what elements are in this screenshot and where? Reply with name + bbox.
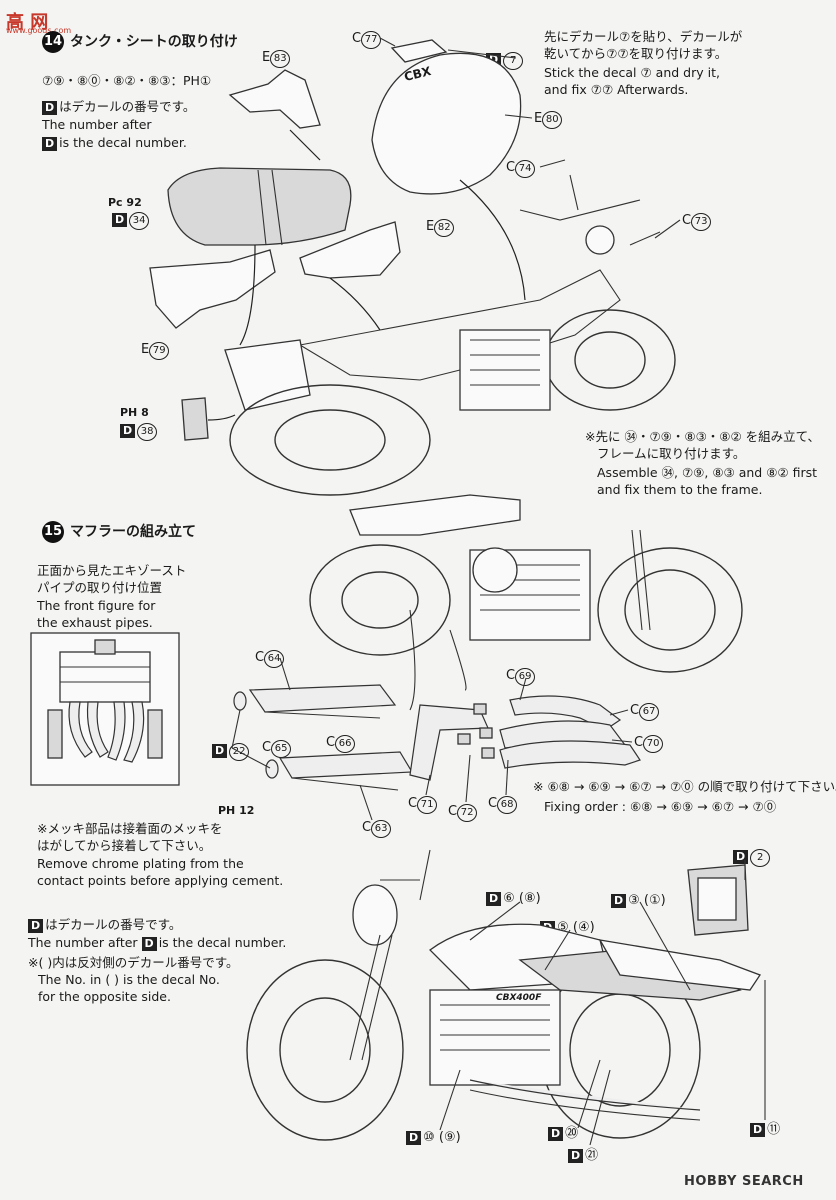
- headlight-decal: [352, 884, 398, 946]
- fixing-order-jp: ※ ⑥⑧ → ⑥⑨ → ⑥⑦ → ⑦⓪ の順で取り付けて下さい。: [533, 779, 836, 794]
- muffler-lower-part: [278, 751, 414, 779]
- step14-d-note-en1: The number after: [42, 117, 152, 132]
- assemble-note-jp2: フレームに取り付けます。: [597, 446, 746, 461]
- assemble-note-en2: and fix them to the frame.: [597, 482, 763, 497]
- seat-part: [167, 167, 352, 246]
- step15-title: マフラーの組み立て: [70, 524, 196, 540]
- step15-illustration: [231, 494, 743, 821]
- front-note-jp2: パイプの取り付け位置: [37, 580, 163, 595]
- header-pipe-70: [499, 740, 641, 769]
- muffler-upper-part: [248, 684, 397, 713]
- engine-decal: [429, 989, 561, 1086]
- paren-note-en1: The No. in ( ) is the decal No.: [38, 972, 220, 987]
- watermark-url: www.goods.com: [6, 26, 72, 35]
- assemble-note-jp1: ※先に ㉞・⑦⑨・⑧③・⑧② を組み立て、: [585, 429, 821, 444]
- chrome-note-jp1: ※メッキ部品は接着面のメッキを: [37, 821, 223, 836]
- bike-frame: [298, 269, 621, 381]
- rear-fender: [224, 339, 311, 411]
- label-ph8: PH 8: [120, 406, 149, 419]
- seat-upper: [349, 494, 521, 536]
- front-note-en2: the exhaust pipes.: [37, 615, 153, 630]
- header-pipe-69: [509, 695, 622, 731]
- step14-illustration: [149, 37, 681, 496]
- tank-badge-part: [390, 39, 448, 63]
- tank-note-jp2: 乾いてから⑦⑦を取り付けます。: [544, 46, 728, 61]
- watermark-logo: 高 网: [6, 12, 49, 33]
- fixing-order-en: Fixing order : ⑥⑧ → ⑥⑨ → ⑥⑦ → ⑦⓪: [544, 799, 777, 814]
- label-ph12: PH 12: [218, 804, 255, 817]
- tank-note-jp1: 先にデカール⑦を貼り、デカールが: [544, 29, 743, 44]
- rear-wheel-15: [309, 544, 451, 656]
- step14-parts-ref: ⑦⑨・⑧⓪・⑧②・⑧③：PH①: [42, 73, 212, 88]
- chrome-note-jp2: はがしてから接着して下さい。: [37, 838, 212, 853]
- exhaust-front-figure: [30, 632, 180, 786]
- step14-title: タンク・シートの取り付け: [70, 34, 238, 50]
- step14-header: 14 タンク・シートの取り付け: [42, 31, 238, 53]
- muffler-cap-upper: [233, 691, 247, 711]
- label-pc92: Pc 92: [108, 196, 142, 209]
- front-note-jp1: 正面から見たエキゾースト: [37, 563, 187, 578]
- seat-decal: [598, 939, 761, 991]
- rear-wheel: [229, 384, 431, 496]
- side-cover-part: [149, 249, 276, 329]
- footer-logo: HOBBY SEARCH: [684, 1174, 804, 1189]
- cbx-text: CBX400F: [496, 993, 542, 1003]
- front-note-en1: The front figure for: [37, 598, 156, 613]
- chrome-note-en1: Remove chrome plating from the: [37, 856, 244, 871]
- headlight-part: [585, 225, 615, 255]
- paren-note-jp: ※( )内は反対側のデカール番号です。: [28, 955, 239, 970]
- number-plate-decal: [181, 397, 209, 441]
- tank-note-en2: and fix ⑦⑦ Afterwards.: [544, 82, 689, 97]
- tank-note-en1: Stick the decal ⑦ and dry it,: [544, 65, 720, 80]
- front-wheel: [544, 309, 676, 411]
- front-wheel-15: [597, 547, 743, 673]
- decal-illustration: [246, 849, 766, 1146]
- front-wheel-decal: [246, 959, 404, 1141]
- header-pipe-71: [409, 704, 489, 781]
- step15-header: 15 マフラーの組み立て: [42, 521, 196, 543]
- step14-number: 14: [42, 31, 64, 53]
- paren-note-en2: for the opposite side.: [38, 989, 171, 1004]
- side-piece-part: [299, 221, 401, 279]
- chrome-note-en2: contact points before applying cement.: [37, 873, 284, 888]
- muffler-cap-lower: [265, 759, 279, 779]
- assemble-note-en1: Assemble ㉞, ⑦⑨, ⑧③ and ⑧② first: [597, 465, 818, 480]
- seat-cowl-piece: [228, 69, 321, 129]
- exhaust-decal: [469, 1079, 701, 1111]
- step15-number: 15: [42, 521, 64, 543]
- tank-cover-part: [371, 52, 522, 195]
